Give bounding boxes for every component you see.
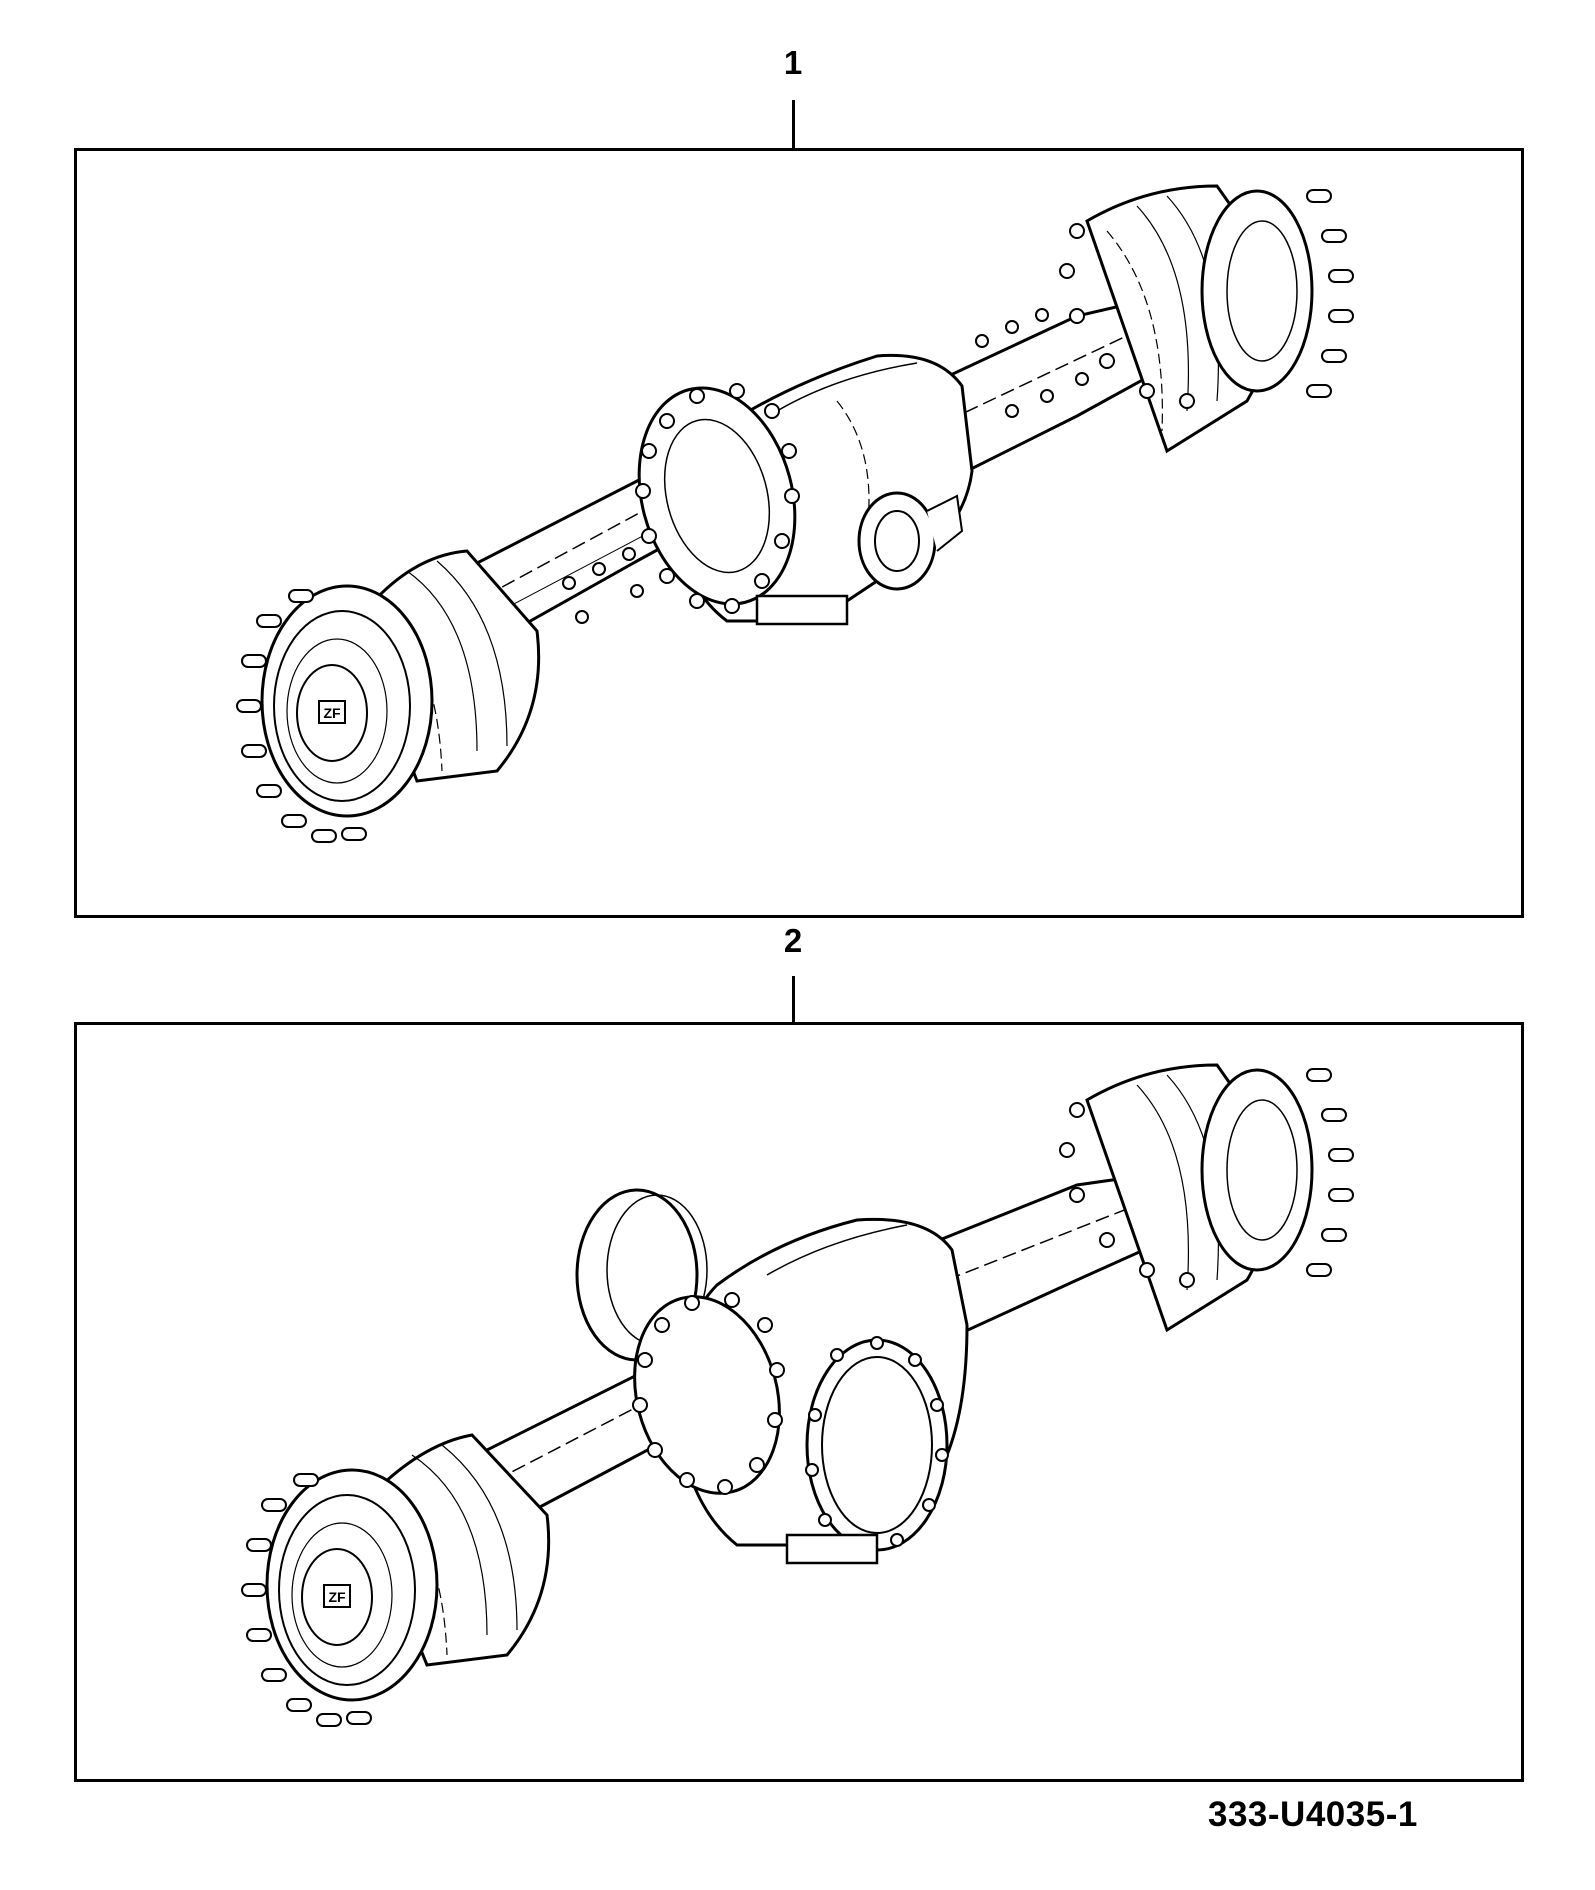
callout-number-2: 2	[783, 922, 803, 959]
hub-logo: ZF	[323, 705, 341, 721]
figure-panel-1: ZF	[74, 148, 1524, 918]
leader-line-1	[792, 100, 795, 150]
figure-reference-id: 333-U4035-1	[1208, 1795, 1418, 1834]
drive-axle-with-round-housing-cover-icon: ZF	[241, 1063, 1354, 1727]
drive-axle-with-pinion-flange-icon: ZF	[236, 184, 1354, 843]
leader-line-2	[792, 976, 795, 1024]
callout-number-1: 1	[783, 44, 803, 81]
hub-logo: ZF	[328, 1589, 346, 1605]
figure-panel-2: ZF	[74, 1022, 1524, 1782]
